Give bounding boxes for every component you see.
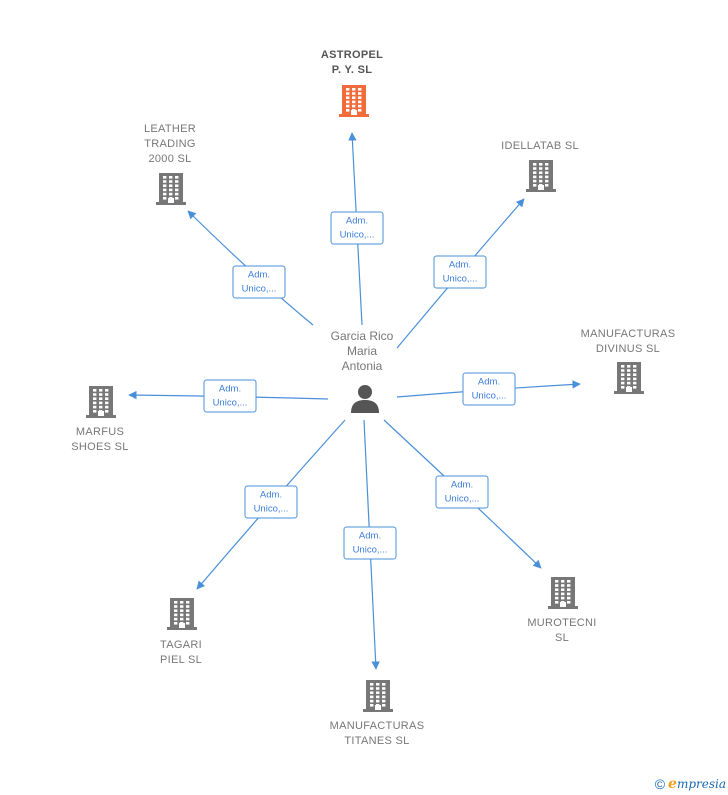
role-label-leather-trading[interactable]: Adm.Unico,...: [232, 265, 286, 299]
building-icon[interactable]: [362, 679, 394, 718]
role-label-tagari-piel[interactable]: Adm.Unico,...: [244, 485, 298, 519]
role-label-idellatab[interactable]: Adm.Unico,...: [433, 255, 487, 289]
building-icon[interactable]: [155, 172, 187, 211]
building-icon[interactable]: [525, 159, 557, 198]
empresia-logo: empresia: [668, 776, 726, 792]
empresia-footer[interactable]: © empresia: [655, 776, 726, 792]
building-icon[interactable]: [338, 84, 370, 123]
role-label-marfus-shoes[interactable]: Adm.Unico,...: [203, 379, 257, 413]
building-icon[interactable]: [547, 576, 579, 615]
company-label-idellatab[interactable]: IDELLATAB SL: [501, 140, 579, 152]
role-label-manufacturas-divinus[interactable]: Adm.Unico,...: [462, 372, 516, 406]
person-icon[interactable]: [350, 383, 380, 418]
building-icon[interactable]: [613, 361, 645, 400]
copyright-icon: ©: [654, 776, 666, 792]
role-label-murotecni[interactable]: Adm.Unico,...: [435, 475, 489, 509]
role-label-manufacturas-titanes[interactable]: Adm.Unico,...: [343, 526, 397, 560]
role-label-astropel[interactable]: Adm.Unico,...: [330, 211, 384, 245]
building-icon[interactable]: [85, 385, 117, 424]
building-icon[interactable]: [166, 597, 198, 636]
